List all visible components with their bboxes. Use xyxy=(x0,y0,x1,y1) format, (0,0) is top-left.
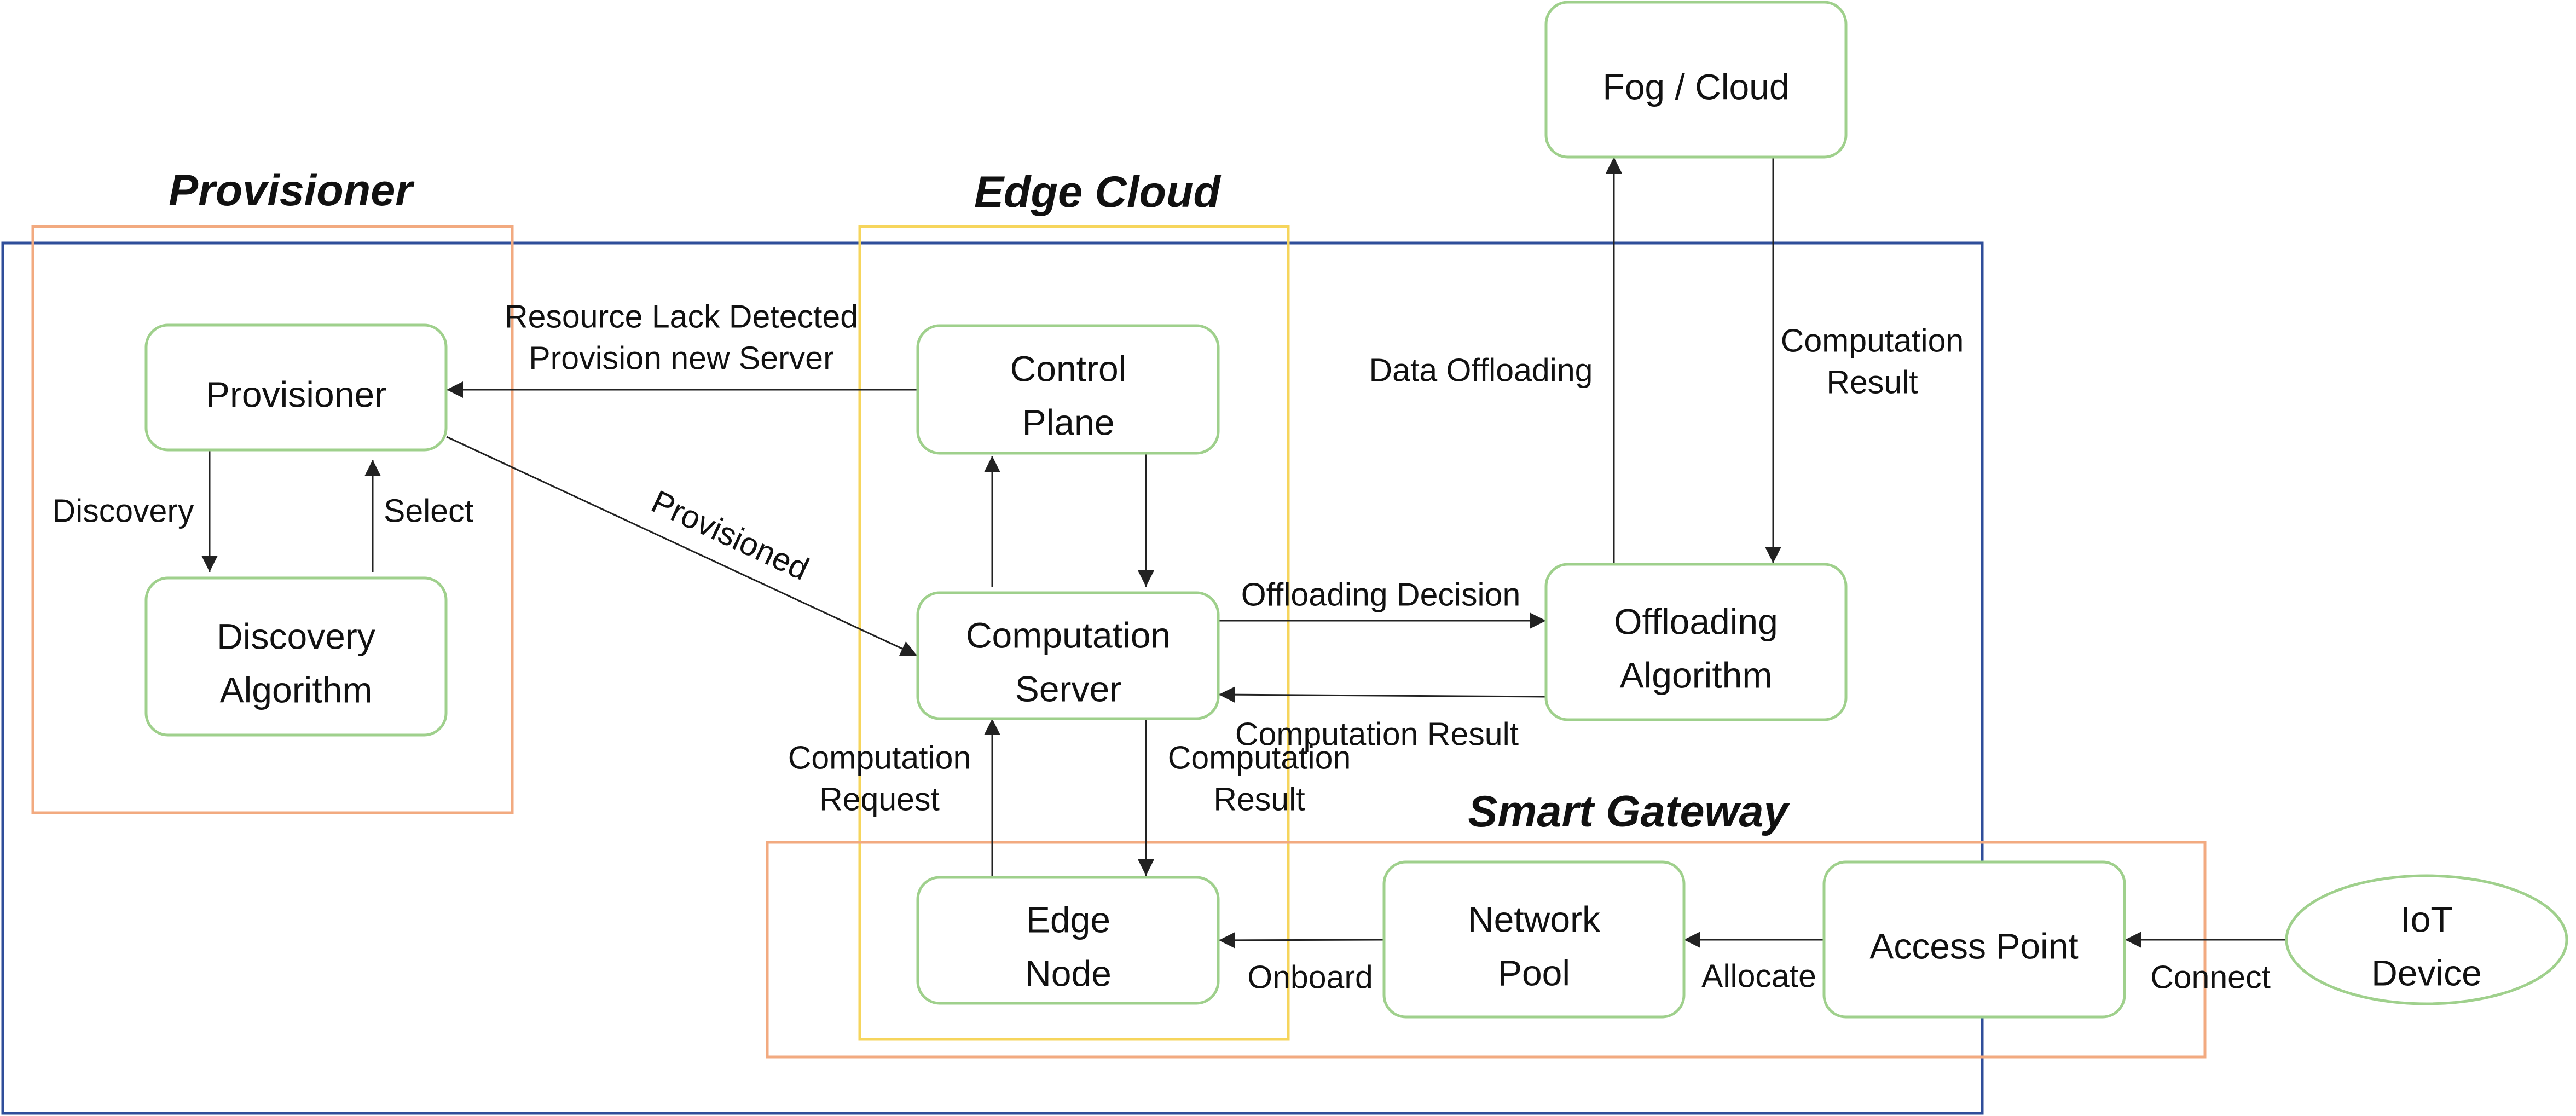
text-line: Network xyxy=(1468,899,1601,939)
data-offloading-label: Data Offloading xyxy=(1369,352,1593,389)
text-line: Onboard xyxy=(1247,959,1373,996)
text-line: Provisioner xyxy=(206,374,386,414)
outer-system-frame xyxy=(1,241,1984,1115)
onboard-label: Onboard xyxy=(1247,959,1373,996)
allocate-label: Allocate xyxy=(1701,958,1816,994)
discovery-algorithm-node xyxy=(144,576,448,737)
network-pool-node xyxy=(1382,860,1686,1019)
edge-cloud-group-frame xyxy=(858,225,1290,1041)
text-line: Offloading xyxy=(1614,601,1778,641)
text-line: Result xyxy=(1826,365,1918,401)
text-line: Pool xyxy=(1498,952,1570,993)
offloading-algorithm-node xyxy=(1544,563,1848,721)
text-line: Device xyxy=(2371,952,2482,993)
text-line: Request xyxy=(819,782,940,818)
edge-provisioner-to-computation-server xyxy=(446,436,918,657)
text-line: Resource Lack Detected xyxy=(505,299,858,335)
text-line: Fog / Cloud xyxy=(1602,66,1789,107)
access-point-label: Access Point xyxy=(1869,926,2079,966)
text-line: Computation xyxy=(788,740,971,776)
text-line: Computation xyxy=(1168,740,1351,776)
iot-device-label: IoT Device xyxy=(2371,899,2482,993)
offloading-decision-label: Offloading Decision xyxy=(1241,577,1521,613)
fog-cloud-label: Fog / Cloud xyxy=(1602,66,1789,107)
text-line: Access Point xyxy=(1869,926,2079,966)
text-line: Server xyxy=(1015,668,1121,709)
text-line: Result xyxy=(1213,782,1305,818)
iot-device-node xyxy=(2285,874,2568,1005)
text-line: Algorithm xyxy=(220,669,373,710)
edge-offloading-to-computation-server xyxy=(1218,686,1547,703)
control-plane-node xyxy=(916,324,1220,455)
select-edge-label: Select xyxy=(384,493,473,529)
smart-gateway-group-frame xyxy=(766,841,2207,1059)
text-line: Computation xyxy=(966,615,1171,655)
text-line: Data Offloading xyxy=(1369,352,1593,389)
provisioner-label: Provisioner xyxy=(206,374,386,414)
discovery-edge-label: Discovery xyxy=(53,493,194,529)
text-line: Connect xyxy=(2150,959,2271,996)
fog-cloud-node xyxy=(1544,1,1848,159)
text-line: Select xyxy=(384,493,473,529)
edge-node xyxy=(916,876,1220,1005)
connect-label: Connect xyxy=(2150,959,2271,996)
text-line: Algorithm xyxy=(1620,655,1773,695)
edge-cloud-group-title: Edge Cloud xyxy=(974,167,1221,217)
smart-gateway-group-title: Smart Gateway xyxy=(1468,787,1790,836)
text-line: Node xyxy=(1025,953,1112,993)
text-line: Control xyxy=(1010,348,1127,389)
text-line: Offloading Decision xyxy=(1241,577,1521,613)
text-line: Provision new Server xyxy=(529,340,833,377)
provisioned-edge-label: Provisioned xyxy=(646,483,814,587)
text-line: Discovery xyxy=(53,493,194,529)
provisioner-node xyxy=(144,323,448,452)
text-line: Edge xyxy=(1026,899,1110,940)
text-line: Plane xyxy=(1022,402,1115,442)
provisioner-group-frame xyxy=(31,225,514,814)
computation-server-node xyxy=(916,591,1220,720)
text-line: Computation xyxy=(1781,323,1964,359)
text-line: Provisioned xyxy=(646,483,814,587)
computation-result-offload-label: Computation Result xyxy=(1235,716,1519,753)
text-line: Discovery xyxy=(217,616,375,656)
provisioner-group-title: Provisioner xyxy=(169,166,415,215)
text-line: IoT xyxy=(2400,899,2452,939)
access-point-node xyxy=(1822,860,2126,1019)
text-line: Allocate xyxy=(1701,958,1816,994)
text-line: Computation Result xyxy=(1235,716,1519,753)
